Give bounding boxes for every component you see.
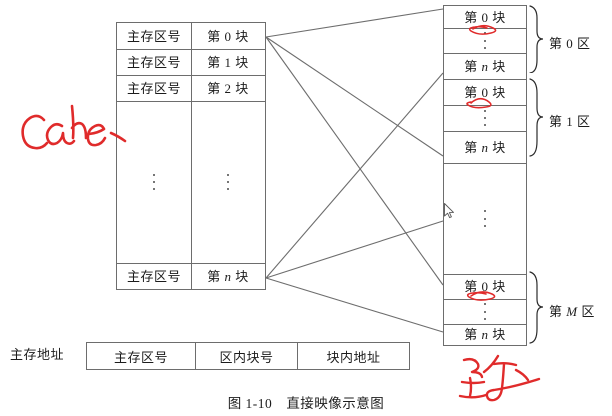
memory-block-cell: 第 0 块: [464, 84, 506, 100]
handwritten-cache-annotation: [21, 104, 127, 150]
memory-row-separator: [444, 324, 526, 325]
cache-row-separator: [117, 49, 265, 50]
cache-block-cell: 第 2 块: [207, 80, 249, 96]
cache-tag-cell: 主存区号: [126, 28, 181, 44]
cache-table: 主存区号 第 0 块 主存区号 第 1 块 主存区号 第 2 块 主存区号 第 …: [116, 22, 266, 290]
cache-row-separator: [117, 263, 265, 264]
vertical-ellipsis-icon: [484, 208, 486, 230]
memory-block-cell: 第 0 块: [464, 279, 506, 294]
cache-tag-cell: 主存区号: [126, 80, 181, 96]
vertical-ellipsis-icon: [484, 301, 486, 323]
memory-block-cell: 第 n 块: [464, 327, 506, 342]
memory-row-separator: [444, 274, 526, 275]
address-format-table: 主存区号 区内块号 块内地址: [86, 342, 410, 370]
cache-block-cell: 第 0 块: [207, 28, 249, 44]
cache-ellipsis-cell: [191, 101, 265, 263]
address-field-offset: 块内地址: [297, 343, 409, 369]
cache-column-divider: [191, 23, 192, 289]
figure-caption-text: 直接映像示意图: [286, 396, 385, 411]
memory-block-cell: 第 n 块: [464, 139, 506, 155]
memory-ellipsis-cell: [444, 28, 526, 53]
cache-row-separator: [117, 101, 265, 102]
figure-caption: 图 1-10 直接映像示意图: [0, 392, 612, 412]
cache-tag-cell: 主存区号: [126, 268, 181, 284]
vertical-ellipsis-icon: [484, 30, 486, 52]
memory-row-separator: [444, 79, 526, 80]
memory-ellipsis-cell: [444, 105, 526, 131]
region-label-m: 第 M 区: [549, 304, 595, 319]
main-memory-column: 第 0 块 第 n 块 第 0 块 第 n 块 第 0 块 第 n 块: [443, 5, 527, 346]
memory-row-separator: [444, 163, 526, 164]
figure-caption-number: 图 1-10: [227, 396, 273, 411]
memory-block-cell: 第 0 块: [464, 9, 506, 25]
memory-ellipsis-cell: [444, 299, 526, 324]
cache-tag-cell: 主存区号: [126, 54, 181, 70]
region-brace-m: [528, 271, 544, 344]
vertical-ellipsis-icon: [484, 107, 486, 129]
mouse-cursor-icon: [444, 203, 454, 219]
memory-row-separator: [444, 131, 526, 132]
memory-row-separator: [444, 53, 526, 54]
region-brace-0: [528, 5, 544, 73]
region-label-1: 第 1 区: [549, 114, 591, 129]
cache-ellipsis-cell: [117, 101, 191, 263]
address-label: 主存地址: [10, 347, 65, 362]
region-brace-1: [528, 78, 544, 157]
memory-block-cell: 第 n 块: [464, 58, 506, 74]
vertical-ellipsis-icon: [227, 171, 229, 193]
cache-row-separator: [117, 75, 265, 76]
memory-ellipsis-cell: [444, 163, 526, 274]
cache-block-cell-last: 第 n 块: [207, 268, 249, 284]
address-field-block: 区内块号: [195, 343, 297, 369]
address-field-tag: 主存区号: [113, 349, 168, 365]
cache-block-cell: 第 1 块: [207, 54, 249, 70]
region-label-0: 第 0 区: [549, 36, 591, 51]
vertical-ellipsis-icon: [153, 171, 155, 193]
